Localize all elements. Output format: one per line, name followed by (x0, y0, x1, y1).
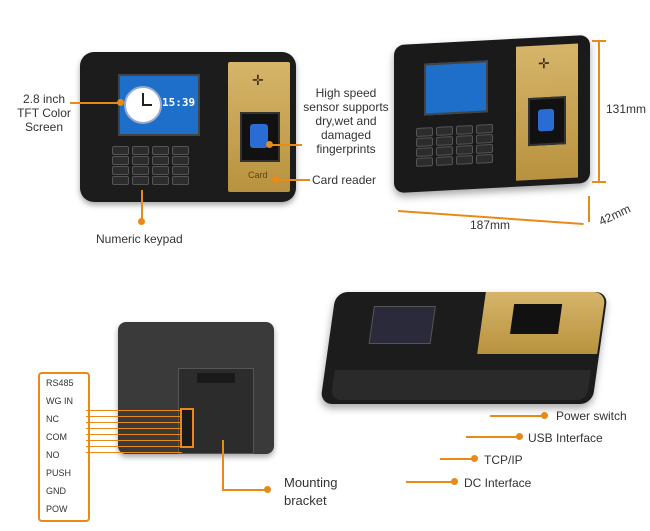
callout-dot-tcpip (471, 455, 478, 462)
callout-keypad: Numeric keypad (96, 232, 183, 246)
side-device (320, 292, 608, 404)
card-reader-icon: Card (248, 170, 268, 180)
callout-line-power (490, 415, 542, 417)
terminal-block (180, 408, 194, 448)
callout-bracket: Mounting bracket (284, 475, 338, 508)
callout-line-dc (406, 481, 452, 483)
callout-card-reader: Card reader (312, 173, 377, 187)
angled-fingerprint-sensor (528, 96, 566, 147)
callout-sensor: High speed sensor supports dry,wet and d… (303, 86, 389, 156)
callout-line-bracket-h (222, 489, 266, 491)
callout-dot-keypad (138, 218, 145, 225)
dim-depth: 42mm (596, 201, 633, 229)
speaker-icon: ✛ (252, 72, 264, 88)
dim-line-depth (588, 196, 590, 222)
callout-power-switch: Power switch (556, 409, 627, 423)
lcd-screen: 15:39 (118, 74, 200, 136)
callout-dot-screen (117, 99, 124, 106)
front-device: 15:39 ✛ Card (80, 52, 296, 202)
callout-tcpip: TCP/IP (484, 453, 523, 467)
screen-time: 15:39 (162, 96, 196, 109)
callout-dot-sensor (266, 141, 273, 148)
clock-icon (124, 86, 162, 124)
callout-dot-usb (516, 433, 523, 440)
callout-dot-dc (451, 478, 458, 485)
port-com: COM (46, 432, 67, 442)
angled-keypad (416, 123, 506, 172)
port-pow: POW (46, 504, 68, 514)
port-gnd: GND (46, 486, 66, 496)
numeric-keypad (112, 146, 212, 190)
angled-device: ✛ (394, 34, 590, 194)
back-device (118, 322, 274, 454)
gold-panel: ✛ Card (228, 62, 290, 192)
callout-dot-power (541, 412, 548, 419)
side-screen (368, 306, 436, 344)
callout-line-card (276, 179, 310, 181)
card-text: Card (248, 170, 268, 180)
port-wires (86, 410, 182, 456)
side-fingerprint-sensor (509, 304, 563, 334)
callout-line-sensor (270, 144, 302, 146)
fingerprint-sensor (240, 112, 280, 162)
dim-tick-bottom (592, 181, 606, 183)
callout-line-usb (466, 436, 518, 438)
port-wg-in: WG IN (46, 396, 73, 406)
callout-usb: USB Interface (528, 431, 603, 445)
callout-line-screen (70, 102, 120, 104)
callout-screen: 2.8 inch TFT Color Screen (17, 92, 71, 134)
callout-line-bracket (222, 440, 224, 490)
port-push: PUSH (46, 468, 72, 478)
port-nc: NC (46, 414, 59, 424)
angled-speaker-icon: ✛ (538, 54, 550, 72)
dim-height: 131mm (606, 102, 647, 116)
callout-line-tcpip (440, 458, 472, 460)
callout-dot-bracket (264, 486, 271, 493)
side-gold-panel (477, 292, 606, 354)
port-label-box: RS485 WG IN NC COM NO PUSH GND POW (38, 372, 90, 522)
port-rs485: RS485 (46, 378, 74, 388)
callout-dc: DC Interface (464, 476, 532, 490)
side-front-face (330, 370, 591, 400)
dim-tick-top (592, 40, 606, 42)
dim-line-height (598, 40, 600, 182)
callout-dot-card (272, 176, 279, 183)
callout-line-keypad (141, 190, 143, 220)
dim-width: 187mm (470, 218, 511, 232)
angled-gold-panel: ✛ (516, 43, 578, 181)
angled-screen (424, 60, 488, 116)
port-no: NO (46, 450, 60, 460)
